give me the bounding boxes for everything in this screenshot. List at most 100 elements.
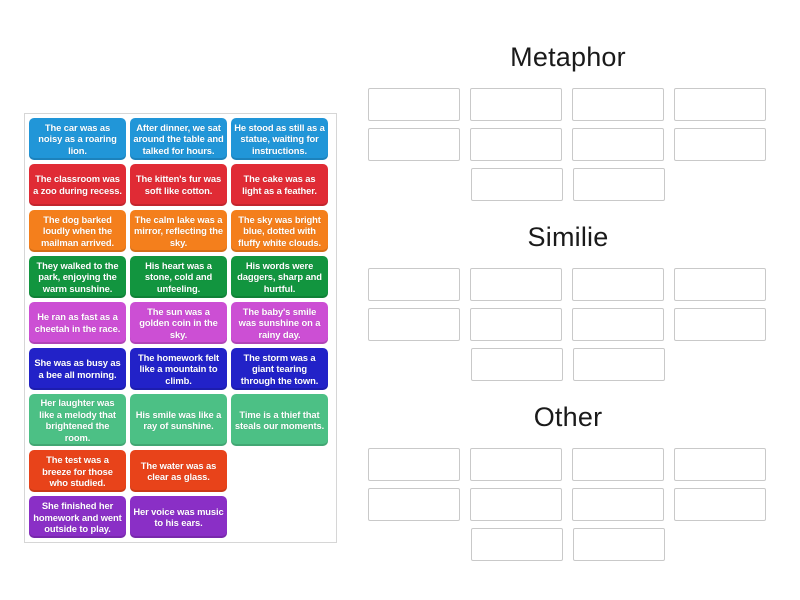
drop-slot[interactable]	[368, 268, 460, 301]
drop-slot[interactable]	[470, 448, 562, 481]
sentence-tile-label: The kitten's fur was soft like cotton.	[135, 173, 222, 196]
sentence-tile[interactable]: His words were daggers, sharp and hurtfu…	[231, 256, 328, 298]
drop-slot[interactable]	[471, 528, 563, 561]
drop-slot[interactable]	[573, 528, 665, 561]
sentence-tile-label: The dog barked loudly when the mailman a…	[41, 213, 114, 248]
drop-slot-row	[368, 88, 768, 121]
drop-slot-row	[368, 348, 768, 381]
category-group: Similie	[368, 220, 768, 381]
tile-row: The car was as noisy as a roaring lion.A…	[29, 118, 332, 160]
drop-slot[interactable]	[572, 448, 664, 481]
drop-slot[interactable]	[573, 168, 665, 201]
sentence-tile[interactable]: The homework felt like a mountain to cli…	[130, 348, 227, 390]
sentence-tile-label: The classroom was a zoo during recess.	[33, 173, 122, 196]
sentence-tile-label: Her laughter was like a melody that brig…	[39, 397, 116, 443]
category-title: Similie	[527, 222, 609, 252]
drop-slot[interactable]	[471, 168, 563, 201]
drop-slot[interactable]	[573, 348, 665, 381]
sentence-tile-label: The cake was as light as a feather.	[242, 173, 317, 196]
sentence-tile[interactable]: The water was as clear as glass.	[130, 450, 227, 493]
drop-slot[interactable]	[470, 128, 562, 161]
sentence-tile-label: The water was as clear as glass.	[140, 459, 217, 483]
sentence-tile[interactable]: After dinner, we sat around the table an…	[130, 118, 227, 160]
sentence-tile[interactable]: The dog barked loudly when the mailman a…	[29, 210, 126, 252]
category-group: Metaphor	[368, 40, 768, 201]
tile-row: Her laughter was like a melody that brig…	[29, 394, 332, 447]
drop-slot-row	[368, 268, 768, 301]
sentence-tile-tray: The car was as noisy as a roaring lion.A…	[24, 113, 337, 544]
drop-slot[interactable]	[674, 268, 766, 301]
sentence-tile[interactable]: The cake was as light as a feather.	[231, 164, 328, 206]
sentence-tile[interactable]: The car was as noisy as a roaring lion.	[29, 118, 126, 160]
tile-row: They walked to the park, enjoying the wa…	[29, 256, 332, 298]
sentence-tile[interactable]: They walked to the park, enjoying the wa…	[29, 256, 126, 298]
sentence-tile[interactable]: He ran as fast as a cheetah in the race.	[29, 302, 126, 344]
sentence-tile[interactable]: The calm lake was a mirror, reflecting t…	[130, 210, 227, 252]
tile-row: She finished her homework and went outsi…	[29, 496, 332, 539]
sentence-tile-label: His heart was a stone, cold and unfeelin…	[144, 259, 213, 294]
sentence-tile-label: The calm lake was a mirror, reflecting t…	[134, 213, 223, 248]
sentence-tile-label: The test was a breeze for those who stud…	[42, 453, 113, 489]
tile-row: He ran as fast as a cheetah in the race.…	[29, 302, 332, 344]
drop-slot[interactable]	[674, 88, 766, 121]
sentence-tile[interactable]: The kitten's fur was soft like cotton.	[130, 164, 227, 206]
drop-slot[interactable]	[572, 88, 664, 121]
drop-slot[interactable]	[674, 488, 766, 521]
drop-slot[interactable]	[368, 88, 460, 121]
drop-slot[interactable]	[572, 488, 664, 521]
sentence-tile[interactable]: Her laughter was like a melody that brig…	[29, 394, 126, 447]
sentence-tile[interactable]: The baby's smile was sunshine on a rainy…	[231, 302, 328, 344]
sentence-tile[interactable]: The sky was bright blue, dotted with flu…	[231, 210, 328, 252]
drop-slot[interactable]	[368, 128, 460, 161]
drop-slot[interactable]	[572, 268, 664, 301]
sentence-tile[interactable]: Time is a thief that steals our moments.	[231, 394, 328, 447]
sentence-tile-label: His smile was like a ray of sunshine.	[135, 408, 222, 432]
drop-slot[interactable]	[471, 348, 563, 381]
tile-placeholder	[231, 450, 328, 492]
sentence-tile-label: She was as busy as a bee all morning.	[34, 357, 121, 380]
sentence-tile[interactable]: His smile was like a ray of sunshine.	[130, 394, 227, 447]
tile-row: The dog barked loudly when the mailman a…	[29, 210, 332, 252]
drop-slot-row	[368, 308, 768, 341]
drop-slot[interactable]	[470, 88, 562, 121]
drop-slot[interactable]	[368, 448, 460, 481]
sentence-tile[interactable]: Her voice was music to his ears.	[130, 496, 227, 539]
category-title: Other	[533, 402, 603, 432]
sentence-tile-label: His words were daggers, sharp and hurtfu…	[237, 259, 322, 294]
drop-slot[interactable]	[470, 268, 562, 301]
drop-slot[interactable]	[572, 308, 664, 341]
sentence-tile-label: The sun was a golden coin in the sky.	[139, 305, 218, 340]
sentence-tile-label: Her voice was music to his ears.	[133, 505, 224, 529]
category-title: Metaphor	[510, 42, 626, 72]
drop-slot-row	[368, 128, 768, 161]
tile-row: She was as busy as a bee all morning. The…	[29, 348, 332, 390]
sentence-tile[interactable]: His heart was a stone, cold and unfeelin…	[130, 256, 227, 298]
sentence-tile[interactable]: She was as busy as a bee all morning.	[29, 348, 126, 390]
sentence-tile-label: The baby's smile was sunshine on a rainy…	[238, 305, 321, 340]
drop-slot[interactable]	[674, 308, 766, 341]
sentence-tile[interactable]: He stood as still as a statue, waiting f…	[231, 118, 328, 160]
drop-slot-row	[368, 448, 768, 481]
sentence-tile-label: He ran as fast as a cheetah in the race.	[34, 311, 121, 334]
drop-slot[interactable]	[674, 448, 766, 481]
sentence-tile-label: He stood as still as a statue, waiting f…	[234, 121, 325, 156]
sentence-tile-label: She finished her homework and went outsi…	[33, 499, 122, 535]
tile-row: The test was a breeze for those who stud…	[29, 450, 332, 493]
drop-slot[interactable]	[470, 488, 562, 521]
category-group: Other	[368, 400, 768, 561]
drop-slot-row	[368, 488, 768, 521]
sentence-tile[interactable]: She finished her homework and went outsi…	[29, 496, 126, 539]
drop-slot[interactable]	[470, 308, 562, 341]
drop-slot[interactable]	[674, 128, 766, 161]
drop-slot[interactable]	[572, 128, 664, 161]
drop-slot[interactable]	[368, 308, 460, 341]
sentence-tile[interactable]: The sun was a golden coin in the sky.	[130, 302, 227, 344]
sentence-tile[interactable]: The storm was a giant tearing through th…	[231, 348, 328, 390]
sentence-tile[interactable]: The classroom was a zoo during recess.	[29, 164, 126, 206]
sentence-tile-label: Time is a thief that steals our moments.	[234, 408, 325, 432]
sentence-tile-label: After dinner, we sat around the table an…	[133, 121, 224, 156]
sentence-tile[interactable]: The test was a breeze for those who stud…	[29, 450, 126, 493]
drop-slot[interactable]	[368, 488, 460, 521]
